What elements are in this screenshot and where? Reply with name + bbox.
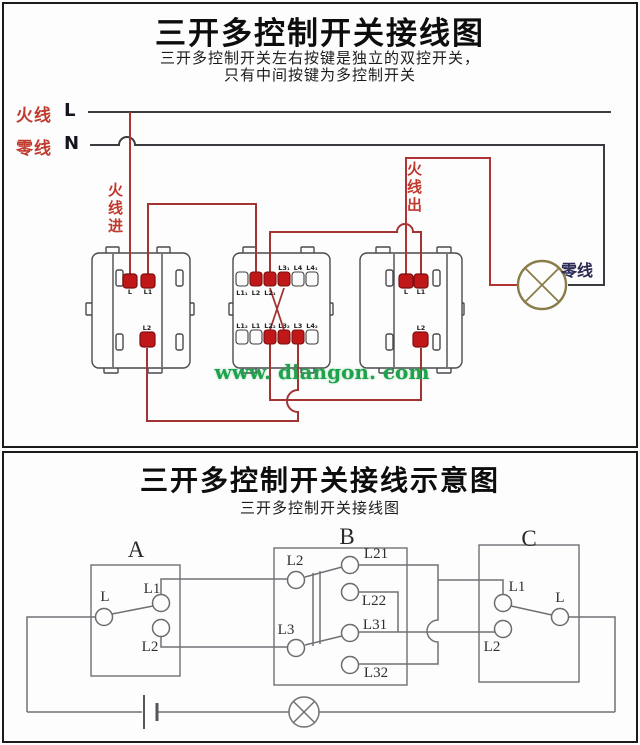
B-label-L3: L3	[277, 622, 295, 638]
sw2-label-L21: L2₁	[264, 289, 276, 297]
C-label-L2: L2	[483, 639, 501, 655]
sw3-label-L: L	[403, 288, 409, 296]
sw3-label-L2: L2	[416, 324, 426, 332]
live-in-label: 火线进	[106, 182, 124, 236]
sw1-label-L1: L1	[143, 288, 153, 296]
live-wire-letter: L	[64, 100, 76, 121]
neutral-wire-letter: N	[64, 133, 80, 154]
sw2-label-L11: L1₁	[236, 289, 248, 297]
sw2-label-L32: L3₂	[278, 322, 290, 330]
sw2-label-L4: L4	[293, 264, 303, 272]
A-label-L2: L2	[141, 639, 159, 655]
panel2-subtitle: 三开多控制开关接线图	[239, 499, 400, 517]
sw2-label-L31: L3₁	[278, 264, 290, 272]
B-label-L21: L21	[363, 546, 389, 562]
A-label-L: L	[100, 589, 110, 605]
C-label-L1: L1	[508, 579, 526, 595]
gang-label-C: C	[521, 526, 537, 551]
sw2-label-L2: L2	[251, 289, 261, 297]
panel1-subtitle-line2: 只有中间按键为多控制开关	[223, 66, 416, 84]
sw2-label-L42: L4₂	[306, 322, 318, 330]
sw1-label-L2: L2	[142, 324, 152, 332]
B-label-L22: L22	[361, 593, 387, 609]
gang-label-A: A	[127, 537, 145, 562]
A-label-L1: L1	[143, 581, 161, 597]
gang-label-B: B	[339, 524, 355, 549]
sw3-label-L1: L1	[416, 288, 426, 296]
B-label-L32: L32	[363, 665, 389, 681]
neutral-wire-label: 零线	[16, 139, 52, 159]
panel2-title: 三开多控制开关接线示意图	[139, 464, 500, 497]
sw1-label-L: L	[127, 288, 133, 296]
sw2-label-L12: L1₂	[236, 322, 248, 330]
B-label-L2: L2	[286, 553, 304, 569]
sw2-label-L3: L3	[293, 322, 303, 330]
sw2-label-L22: L2₂	[264, 322, 276, 330]
B-label-L31: L31	[362, 617, 388, 633]
live-out-label: 火线出	[405, 161, 423, 215]
C-label-L: L	[555, 590, 565, 606]
watermark: www. diangon. com	[214, 360, 430, 384]
sw2-label-L41: L4₁	[306, 264, 318, 272]
panel1-title: 三开多控制开关接线图	[155, 16, 485, 52]
panel1-subtitle-line1: 三开多控制开关左右按键是独立的双控开关，	[159, 49, 480, 67]
sw2-label-L1: L1	[251, 322, 261, 330]
neutral-out-label: 零线	[561, 261, 594, 280]
live-wire-label: 火线	[16, 106, 52, 126]
